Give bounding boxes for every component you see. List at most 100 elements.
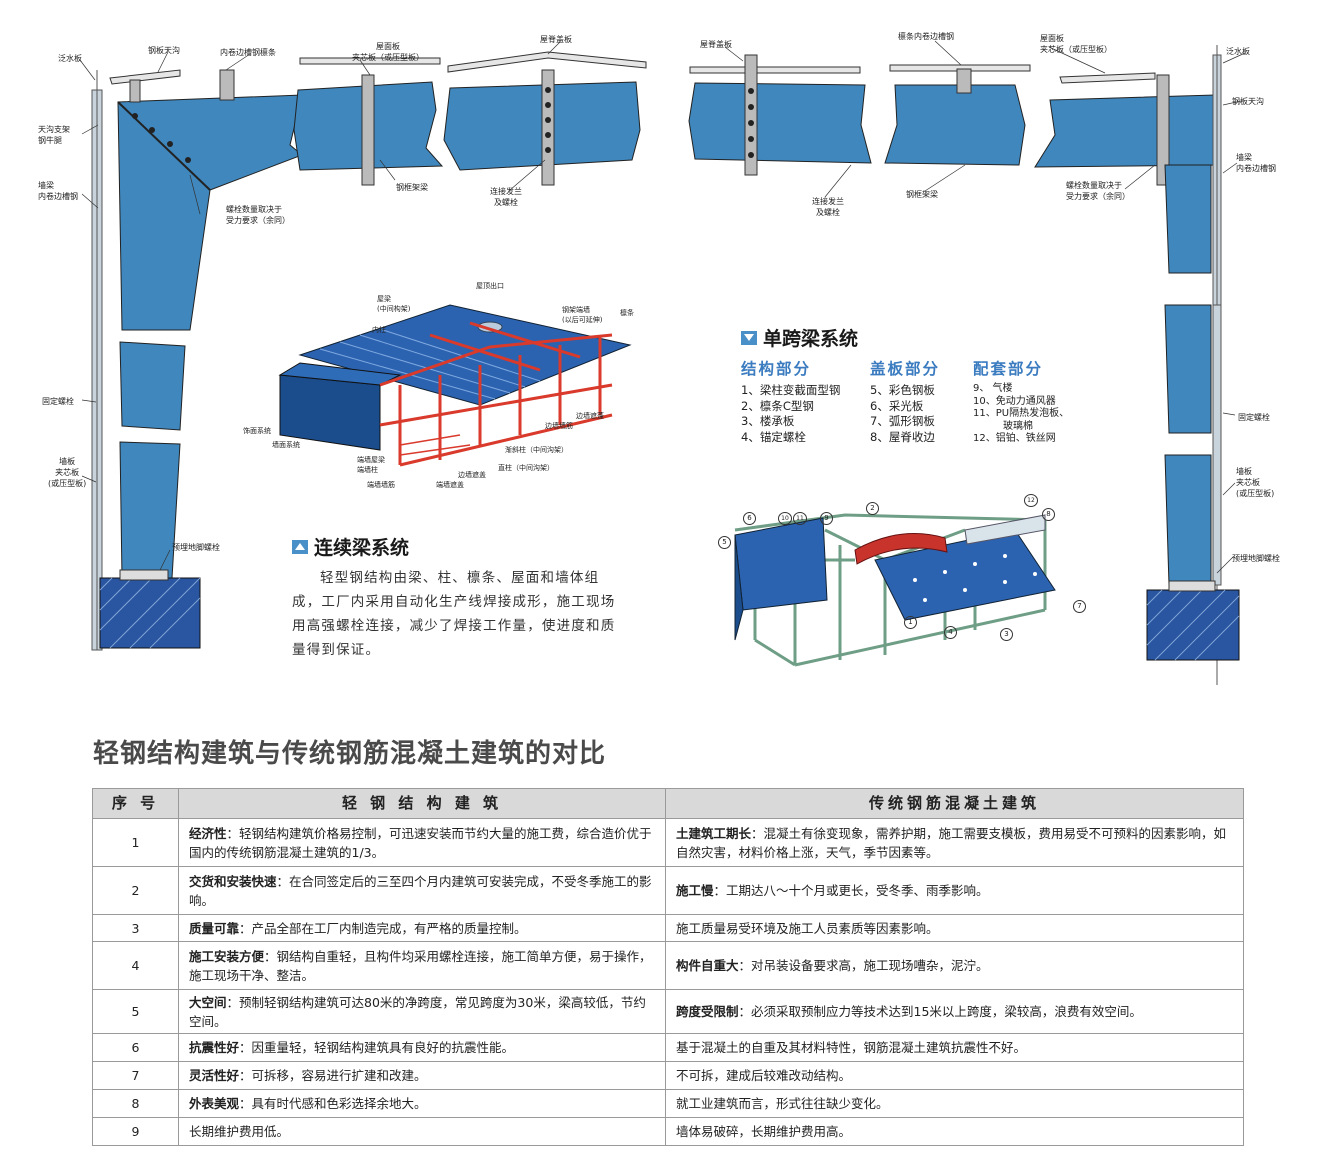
label-c-lintiao: 檩条 xyxy=(620,309,634,317)
category-item: 4、锚定螺栓 xyxy=(741,429,806,444)
trad-text: 不可拆，建成后较难改动结构。 xyxy=(676,1068,852,1083)
table-row: 6 抗震性好：因重量轻，轻钢结构建筑具有良好的抗震性能。 基于混凝土的自重及其材… xyxy=(92,1033,1244,1062)
category-item: 8、屋脊收边 xyxy=(870,429,935,444)
light-text: ：在合同签定后的三至四个月内建筑可安装完成，不受冬季施工的影响。 xyxy=(189,873,652,908)
callout-marker: 3 xyxy=(1000,628,1013,641)
center-building-drawing xyxy=(278,304,632,467)
callout-marker: 5 xyxy=(718,536,731,549)
trad-key: 跨度受限制 xyxy=(676,1004,739,1019)
light-cell: 质量可靠：产品全部在工厂内制造完成，有严格的质量控制。 xyxy=(178,914,666,942)
label-lianjie: 连接发兰 及螺栓 xyxy=(490,187,522,207)
callout-marker: 4 xyxy=(944,626,957,639)
label-r-yumai: 预埋地脚螺栓 xyxy=(1232,554,1280,563)
row-no: 7 xyxy=(92,1061,179,1090)
label-qiangliang: 墙梁 内卷边槽钢 xyxy=(38,181,78,201)
light-text: ：轻钢结构建筑价格易控制，可迅速安装而节约大量的施工费，综合造价优于国内的传统钢… xyxy=(189,825,652,860)
callout-marker: 6 xyxy=(743,512,756,525)
label-guding: 固定螺栓 xyxy=(42,397,74,406)
light-text: ：钢结构自重轻，且构件均采用螺栓连接，施工简单方便，易于操作，施工现场干净、整洁… xyxy=(189,948,652,983)
row-no: 3 xyxy=(92,914,179,942)
left-detail-drawing xyxy=(79,41,647,651)
table-header-row: 序 号 轻 钢 结 构 建 筑 传统钢筋混凝土建筑 xyxy=(92,788,1244,819)
light-cell: 外表美观：具有时代感和色彩选择余地大。 xyxy=(178,1089,666,1118)
light-cell: 经济性：轻钢结构建筑价格易控制，可迅速安装而节约大量的施工费，综合造价优于国内的… xyxy=(178,818,666,867)
table-row: 5 大空间：预制轻钢结构建筑可达80米的净跨度，常见跨度为30米，梁高较低，节约… xyxy=(92,989,1244,1034)
label-r-qiangliang: 墙梁 内卷边槽钢 xyxy=(1236,153,1276,173)
trad-text: 基于混凝土的自重及其材料特性，钢筋混凝土建筑抗震性不好。 xyxy=(676,1040,1027,1055)
label-c-zhizhu: 直柱（中间沟架） xyxy=(498,464,554,472)
label-fanshuiban: 泛水板 xyxy=(58,54,82,63)
table-row: 2 交货和安装快速：在合同签定后的三至四个月内建筑可安装完成，不受冬季施工的影响… xyxy=(92,866,1244,915)
label-c-duanqiang-wuliang: 端墙屋梁 端墙柱 xyxy=(357,456,385,474)
header-light: 轻 钢 结 构 建 筑 xyxy=(178,788,666,819)
table-row: 7 灵活性好：可拆移，容易进行扩建和改建。 不可拆，建成后较难改动结构。 xyxy=(92,1061,1244,1090)
label-c-bianqiang-zhegai: 边墙遮盖 xyxy=(458,471,486,479)
table-row: 8 外表美观：具有时代感和色彩选择余地大。 就工业建筑而言，形式往往缺少变化。 xyxy=(92,1089,1244,1118)
trad-key: 构件自重大 xyxy=(676,958,739,973)
light-key: 抗震性好 xyxy=(189,1040,240,1055)
light-key: 大空间 xyxy=(189,994,227,1010)
label-c-wudingchukou: 屋顶出口 xyxy=(476,282,504,290)
label-gangbantiangou: 钢板天沟 xyxy=(148,46,180,55)
trad-cell: 不可拆，建成后较难改动结构。 xyxy=(665,1061,1244,1090)
label-c-wuliang: 屋梁 (中间构架) xyxy=(377,295,411,313)
triangle-down-icon xyxy=(741,330,757,345)
category-heading: 配套部分 xyxy=(973,360,1044,378)
callout-marker: 7 xyxy=(1073,600,1086,613)
trad-cell: 基于混凝土的自重及其材料特性，钢筋混凝土建筑抗震性不好。 xyxy=(665,1033,1244,1062)
category-item: 10、免动力通风器 xyxy=(973,395,1056,407)
label-c-qiangmian: 墙面系统 xyxy=(272,441,300,449)
light-cell: 抗震性好：因重量轻，轻钢结构建筑具有良好的抗震性能。 xyxy=(178,1033,666,1062)
category-heading: 盖板部分 xyxy=(870,360,941,378)
callout-marker: 10 xyxy=(778,512,792,525)
header-traditional: 传统钢筋混凝土建筑 xyxy=(665,788,1244,819)
label-c-duanqiang-qiangjin: 端墙墙筋 xyxy=(367,481,395,489)
light-cell: 大空间：预制轻钢结构建筑可达80米的净跨度，常见跨度为30米，梁高较低，节约空间… xyxy=(178,989,666,1034)
label-c-duanqiang-zhegai: 端墙遮盖 xyxy=(436,481,464,489)
trad-text: ：混凝土有徐变现象，需养护期，施工需要支模板，费用易受不可预料的因素影响，如自然… xyxy=(676,825,1227,860)
row-no: 2 xyxy=(92,866,179,915)
trad-text: 就工业建筑而言，形式往往缺少变化。 xyxy=(676,1096,889,1111)
label-r-fanshuiban: 泛水板 xyxy=(1226,47,1250,56)
category-cover: 盖板部分 5、彩色钢板 6、采光板 7、弧形钢板 8、屋脊收边 xyxy=(870,357,940,445)
label-r-gangkuangjia: 钢框架梁 xyxy=(906,190,938,199)
callout-marker: 2 xyxy=(866,502,879,515)
row-no: 4 xyxy=(92,941,179,990)
trad-cell: 施工质量易受环境及施工人员素质等因素影响。 xyxy=(665,914,1244,942)
light-cell: 施工安装方便：钢结构自重轻，且构件均采用螺栓连接，施工简单方便，易于操作，施工现… xyxy=(178,941,666,990)
row-no: 5 xyxy=(92,989,179,1034)
single-span-drawing xyxy=(734,513,1056,667)
label-r-guding: 固定螺栓 xyxy=(1238,413,1270,422)
category-item: 3、楼承板 xyxy=(741,414,795,428)
single-span-title: 单跨梁系统 xyxy=(741,324,858,351)
row-no: 8 xyxy=(92,1089,179,1118)
label-c-bianqiang-qiangjin: 边墙墙筋 xyxy=(545,422,573,430)
light-cell: 灵活性好：可拆移，容易进行扩建和改建。 xyxy=(178,1061,666,1090)
light-text: ：因重量轻，轻钢结构建筑具有良好的抗震性能。 xyxy=(239,1040,515,1055)
trad-text: 墙体易破碎，长期维护费用高。 xyxy=(676,1124,852,1139)
trad-key: 土建筑工期长 xyxy=(676,825,752,841)
label-r-lianjie: 连接发兰 及螺栓 xyxy=(812,197,844,217)
trad-cell: 施工慢：工期达八～十个月或更长，受冬季、雨季影响。 xyxy=(665,866,1244,915)
light-key: 外表美观 xyxy=(189,1096,240,1111)
category-item: 5、彩色钢板 xyxy=(870,383,935,397)
label-c-shimian: 饰面系统 xyxy=(243,427,271,435)
trad-cell: 构件自重大：对吊装设备要求高，施工现场嘈杂，泥泞。 xyxy=(665,941,1244,990)
label-gangkuangjia: 钢框架梁 xyxy=(396,183,428,192)
callout-marker: 11 xyxy=(793,512,807,525)
light-key: 质量可靠 xyxy=(189,920,240,936)
category-item: 11、PU隔热发泡板、 xyxy=(973,408,1070,419)
category-item: 1、梁柱变截面型钢 xyxy=(741,383,841,397)
label-luoshuan: 螺栓数量取决于 受力要求（余同） xyxy=(226,205,290,225)
light-key: 灵活性好 xyxy=(189,1068,240,1083)
single-span-title-text: 单跨梁系统 xyxy=(763,328,859,350)
label-qiangban: 墙板 夹芯板 (或压型板) xyxy=(48,457,87,488)
callout-marker: 8 xyxy=(1042,508,1055,521)
trad-text: 施工质量易受环境及施工人员素质等因素影响。 xyxy=(676,920,939,936)
trad-cell: 就工业建筑而言，形式往往缺少变化。 xyxy=(665,1089,1244,1118)
light-text: ：产品全部在工厂内制造完成，有严格的质量控制。 xyxy=(239,920,527,936)
light-cell: 交货和安装快速：在合同签定后的三至四个月内建筑可安装完成，不受冬季施工的影响。 xyxy=(178,866,666,915)
right-detail-drawing xyxy=(688,40,1246,685)
callout-marker: 9 xyxy=(820,512,833,525)
label-r-luoshuan: 螺栓数量取决于 受力要求（余同） xyxy=(1066,181,1130,201)
